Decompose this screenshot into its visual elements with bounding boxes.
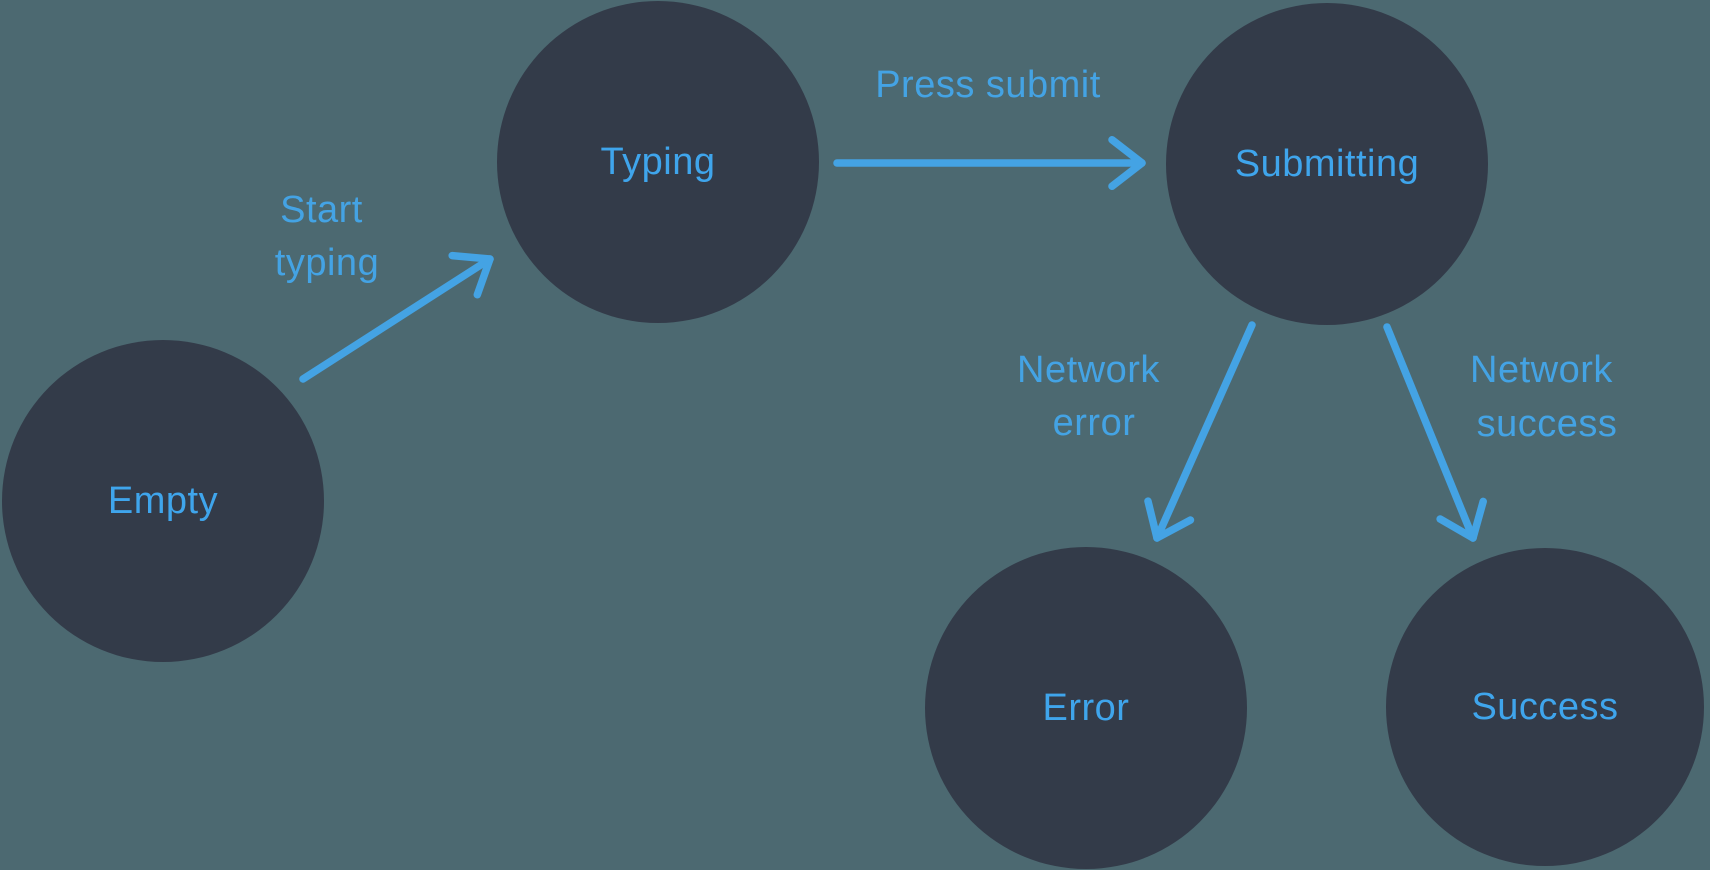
transition-network-success-label: Network success: [1470, 349, 1624, 445]
transition-press-submit-label: Press submit: [875, 64, 1101, 106]
state-node-empty-circle: [2, 340, 324, 662]
transition-press-submit: Press submit: [833, 64, 1146, 190]
state-node-success-label: Success: [1471, 686, 1618, 728]
state-node-success: Success: [1386, 548, 1704, 866]
state-node-empty: Empty: [2, 340, 324, 662]
transition-network-error: Network error: [1017, 321, 1256, 542]
state-node-submitting-label: Submitting: [1235, 143, 1420, 185]
transition-start-typing-label-line1: Start: [280, 189, 363, 231]
state-node-empty-label: Empty: [108, 480, 218, 522]
transition-network-error-label-line1: Network: [1017, 349, 1160, 391]
transition-start-typing-label-line2: typing: [275, 242, 379, 284]
transition-network-success-label-line1: Network: [1470, 349, 1613, 391]
transition-network-success-label-line2: success: [1477, 403, 1618, 445]
transition-start-typing-label: Start typing: [275, 189, 379, 284]
state-node-error: Error: [925, 547, 1247, 869]
state-node-typing: Typing: [497, 1, 819, 323]
state-node-error-circle: [925, 547, 1247, 869]
transition-start-typing: Start typing: [275, 189, 494, 383]
transition-network-error-label-line2: error: [1053, 402, 1136, 444]
transition-network-success-arrow: [1383, 323, 1487, 542]
state-node-error-label: Error: [1043, 687, 1130, 729]
state-node-submitting: Submitting: [1166, 3, 1488, 325]
transition-network-error-arrow: [1144, 321, 1256, 542]
state-node-success-circle: [1386, 548, 1704, 866]
transition-network-error-label: Network error: [1017, 349, 1171, 444]
transition-network-success: Network success: [1383, 323, 1624, 542]
transition-start-typing-arrow: [299, 251, 494, 383]
state-node-typing-circle: [497, 1, 819, 323]
state-node-typing-label: Typing: [601, 141, 716, 183]
state-node-submitting-circle: [1166, 3, 1488, 325]
